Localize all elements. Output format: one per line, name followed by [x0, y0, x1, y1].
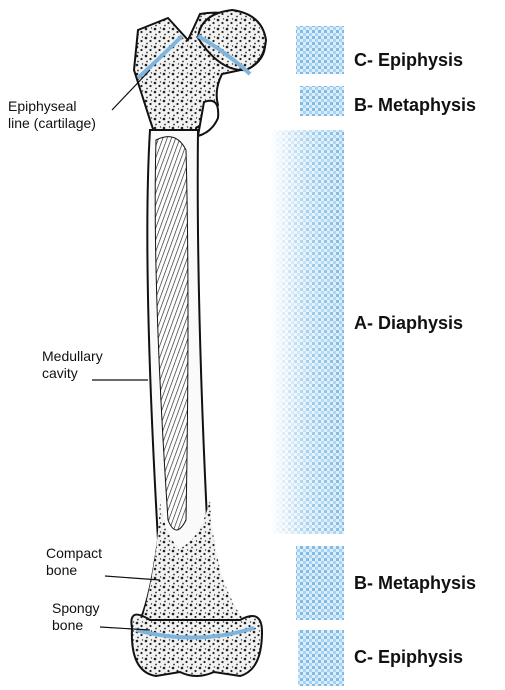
epiphyseal-label-line2: line (cartilage): [8, 115, 96, 132]
bar-epiphysis-bottom: [298, 630, 344, 686]
compact-label-line2: bone: [46, 562, 102, 579]
segment-diaphysis: A- Diaphysis: [354, 313, 463, 334]
epiphyseal-line-label: Epiphyseal line (cartilage): [8, 98, 96, 132]
spongy-label-line2: bone: [52, 617, 99, 634]
bar-epiphysis-top: [296, 26, 344, 74]
segment-bars: [270, 26, 344, 686]
medullary-label-line2: cavity: [42, 365, 103, 382]
bar-metaphysis-bottom: [296, 546, 344, 620]
segment-metaphysis-bottom: B- Metaphysis: [354, 573, 476, 594]
medullary-label-line1: Medullary: [42, 348, 103, 365]
distal-epiphysis: [131, 615, 262, 676]
epiphyseal-label-line1: Epiphyseal: [8, 98, 96, 115]
spongy-label-line1: Spongy: [52, 600, 99, 617]
bar-diaphysis-fade: [270, 130, 344, 534]
bar-metaphysis-top: [300, 86, 344, 116]
medullary-cavity-label: Medullary cavity: [42, 348, 103, 382]
compact-bone-label: Compact bone: [46, 545, 102, 579]
compact-label-line1: Compact: [46, 545, 102, 562]
segment-metaphysis-top: B- Metaphysis: [354, 95, 476, 116]
segment-epiphysis-top: C- Epiphysis: [354, 50, 463, 71]
femur-bone: [131, 10, 266, 676]
spongy-bone-label: Spongy bone: [52, 600, 99, 634]
segment-epiphysis-bottom: C- Epiphysis: [354, 647, 463, 668]
